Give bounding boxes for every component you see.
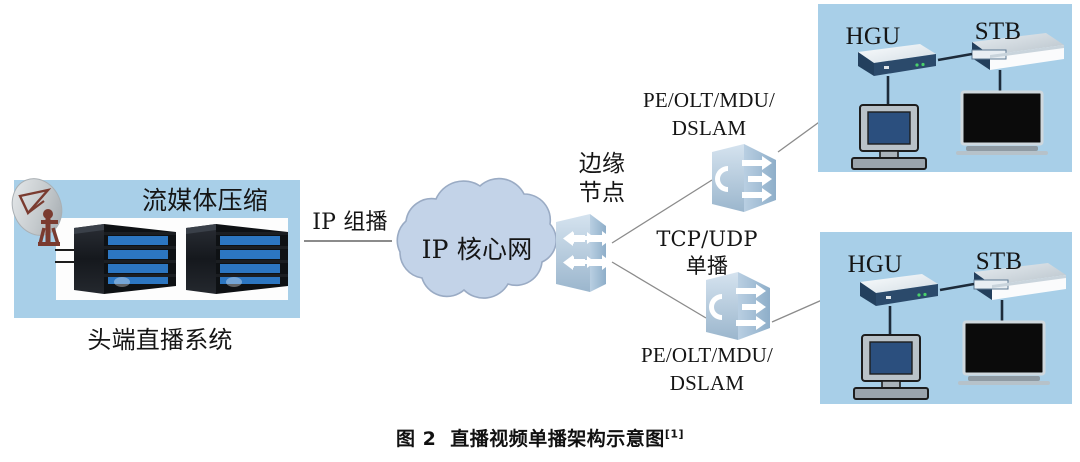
ip-core-network-label: IP 核心网 (421, 235, 533, 264)
desktop-computer-icon (853, 334, 929, 400)
stb-label-top: STB (974, 18, 1022, 45)
access-node-icon (712, 144, 776, 212)
access-node-label-bottom: PE/OLT/MDU/ DSLAM (640, 343, 774, 396)
figure-title: 直播视频单播架构示意图 (450, 428, 665, 450)
television-icon (956, 90, 1048, 155)
access-node-label-top: PE/OLT/MDU/ DSLAM (642, 88, 776, 141)
home-gateway-icon (858, 44, 936, 76)
cloud-icon (396, 177, 557, 299)
server-rack-icon (186, 224, 288, 294)
home-gateway-icon (860, 274, 938, 306)
ip-multicast-label: IP 组播 (312, 210, 388, 235)
hgu-label-bottom: HGU (847, 251, 903, 278)
edge-switch-arrows (563, 231, 612, 270)
desktop-computer-icon (851, 104, 927, 170)
television-icon (958, 320, 1050, 385)
edge-node-label: 边缘 节点 (578, 151, 626, 206)
link-edge-to-access-bottom (611, 261, 707, 319)
figure-reference: [1] (664, 427, 685, 441)
hgu-label-top: HGU (845, 23, 901, 50)
tcp-udp-unicast-label: TCP/UDP 单播 (656, 227, 758, 279)
stb-label-bottom: STB (975, 248, 1023, 275)
satellite-dish-icon (11, 178, 63, 246)
link-hgu-stb-bottom (939, 282, 975, 292)
server-rack-icon (74, 224, 176, 294)
headend-system-label: 头端直播系统 (87, 326, 233, 354)
link-hgu-stb-top (937, 52, 973, 62)
figure-number: 图 2 (395, 428, 437, 450)
access-node-icon (706, 272, 770, 340)
figure-caption: 图 2 直播视频单播架构示意图[1] (0, 424, 1080, 451)
streaming-compression-label: 流媒体压缩 (141, 186, 268, 215)
link-access-to-home-top (777, 119, 823, 153)
edge-switch-icon (556, 214, 606, 292)
set-top-box-icon (971, 33, 1064, 70)
link-access-to-home-bottom (771, 299, 823, 323)
set-top-box-icon (973, 263, 1066, 300)
link-edge-to-access-top (611, 179, 713, 244)
